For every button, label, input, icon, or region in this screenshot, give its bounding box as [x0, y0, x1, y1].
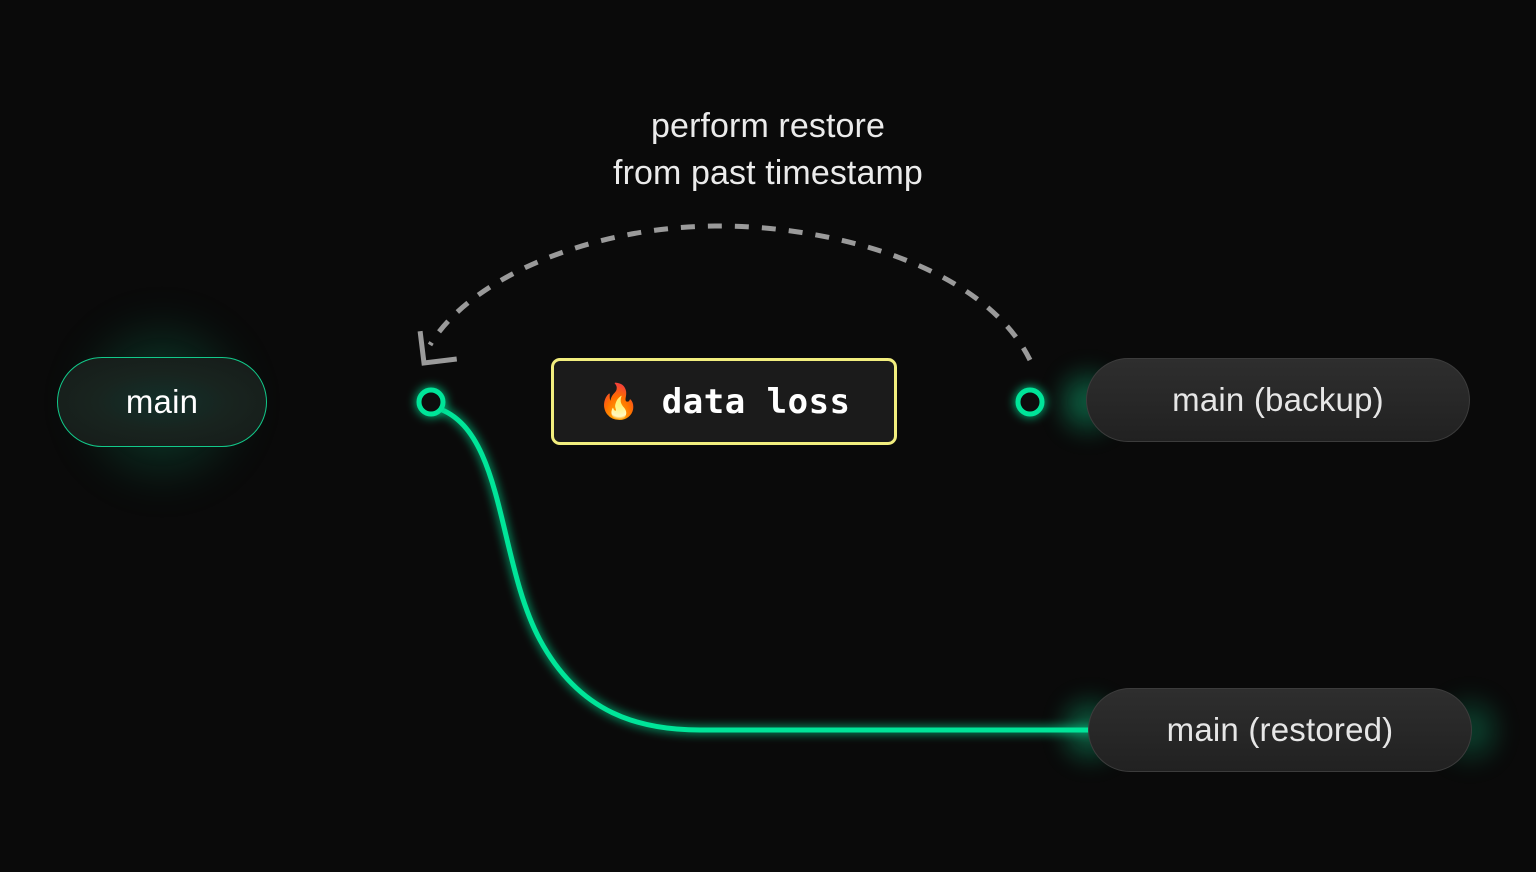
node-main-restored[interactable]: main (restored) [1088, 688, 1472, 772]
node-data-loss[interactable]: 🔥 data loss [551, 358, 897, 445]
restore-point-circle[interactable] [1015, 387, 1045, 417]
diagram-caption: perform restore from past timestamp [613, 107, 923, 192]
node-main-backup-label: main (backup) [1172, 381, 1384, 418]
node-main-label: main [125, 383, 199, 420]
node-main[interactable]: main [57, 357, 267, 447]
wire-branch-to-restored [434, 405, 1095, 733]
node-data-loss-label: data loss [661, 381, 851, 422]
branch-point-circle[interactable] [416, 387, 446, 417]
fire-emoji: 🔥 [597, 381, 640, 422]
restore-arrowhead-icon [417, 330, 458, 366]
restore-dashed-arrow [427, 223, 1033, 362]
node-main-restored-label: main (restored) [1166, 711, 1394, 748]
node-main-backup[interactable]: main (backup) [1086, 358, 1470, 442]
